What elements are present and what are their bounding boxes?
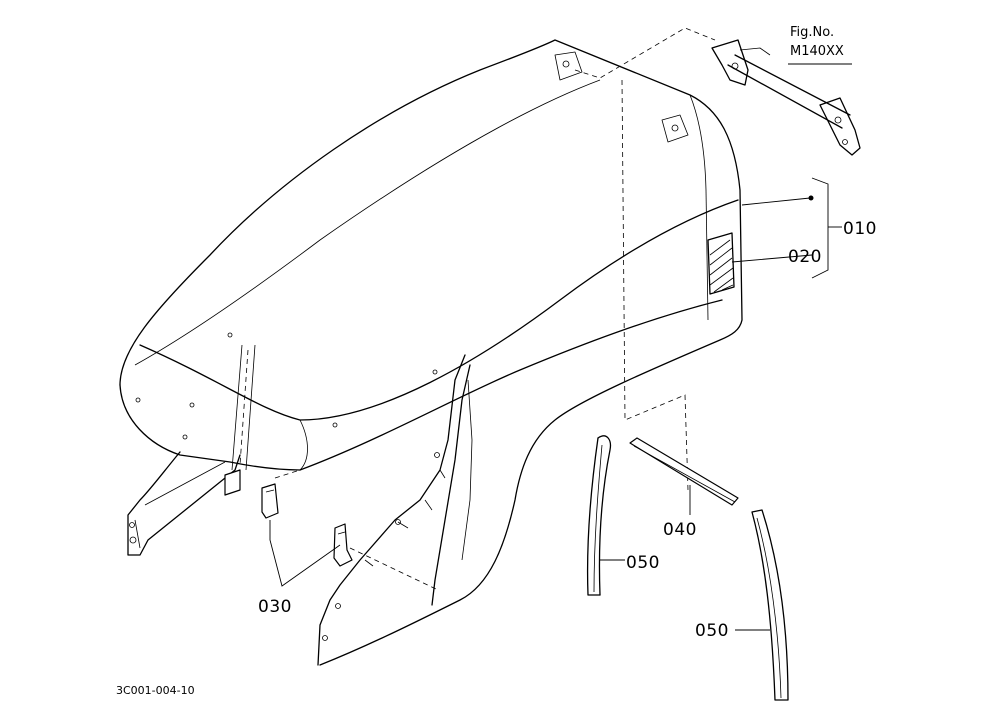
part-label-050-upper: 050 (626, 553, 660, 573)
decal-hatched (707, 232, 735, 295)
part-label-050-lower: 050 (695, 621, 729, 641)
fig-number: M140XX (790, 44, 844, 59)
leader-lines (269, 63, 852, 631)
drawing-code: 3C001-004-10 (116, 684, 195, 697)
part-label-010: 010 (843, 219, 877, 239)
part-label-030: 030 (258, 597, 292, 617)
part-050-trim-upper (586, 435, 612, 596)
part-050-trim-lower (751, 509, 789, 701)
fig-label: Fig.No. (790, 25, 834, 40)
bonnet-assembly (119, 27, 743, 666)
part-label-040: 040 (663, 520, 697, 540)
part-label-020: 020 (788, 247, 822, 267)
part-040-seal (629, 437, 739, 506)
part-030-brackets (261, 469, 439, 591)
hinge-assembly (711, 39, 861, 156)
